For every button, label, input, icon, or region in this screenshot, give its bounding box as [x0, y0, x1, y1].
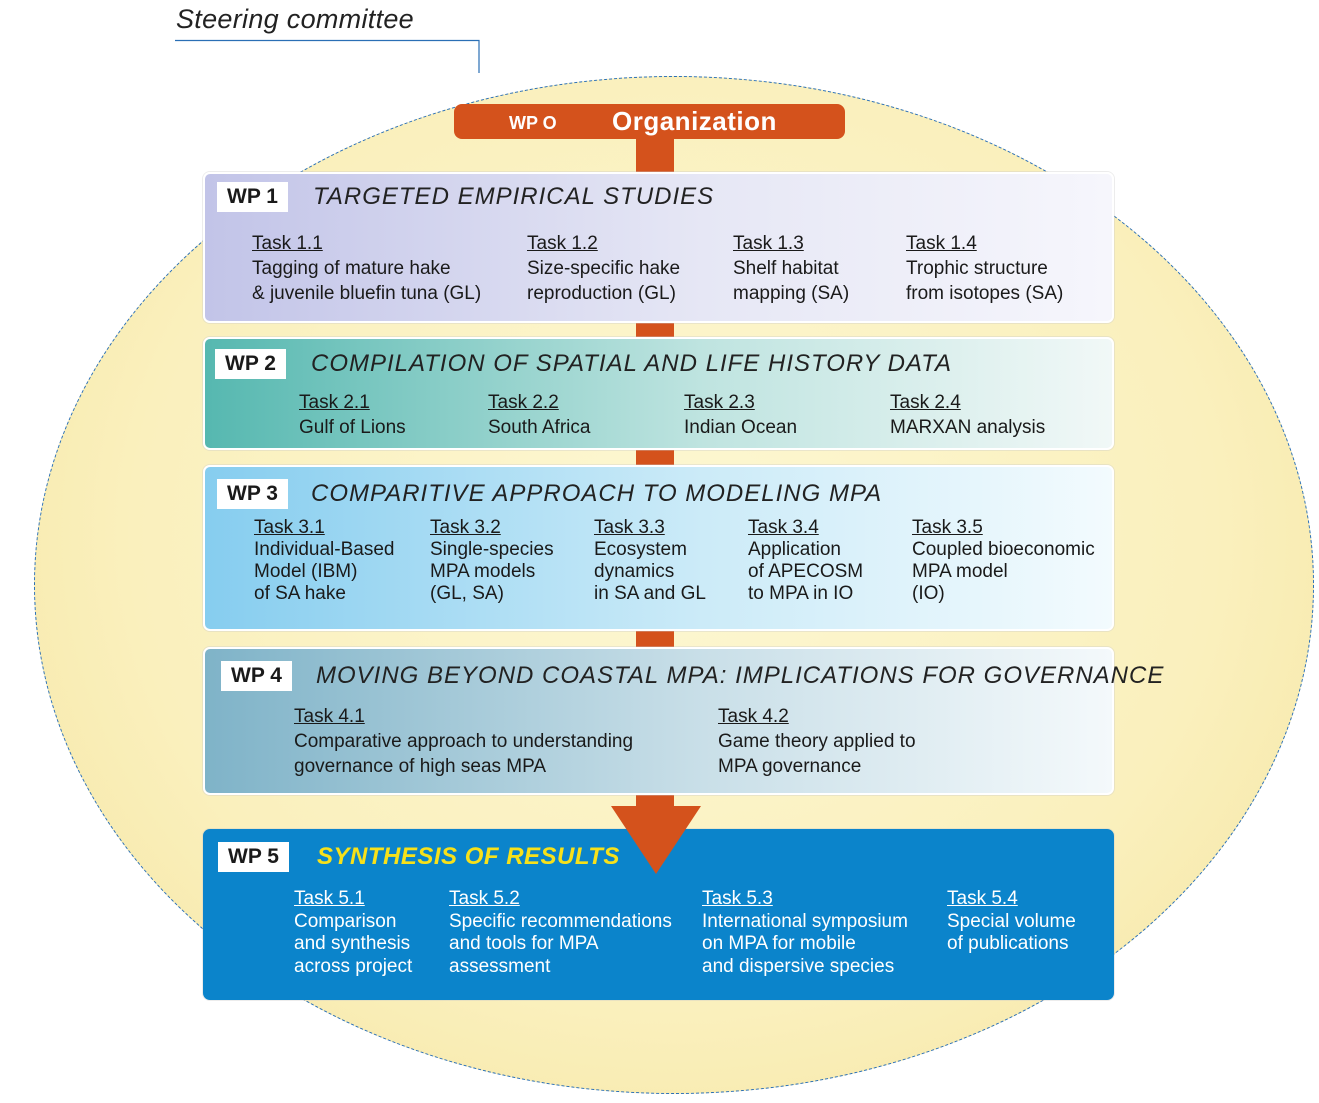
- task-description: Trophic structure from isotopes (SA): [906, 258, 1064, 304]
- wp4-box: WP 4 MOVING BEYOND COASTAL MPA: IMPLICAT…: [203, 647, 1163, 795]
- task-3-1: Task 3.1 Individual-Based Model (IBM) of…: [254, 517, 394, 605]
- task-description: Tagging of mature hake & juvenile bluefi…: [252, 258, 482, 304]
- task-description: Individual-Based Model (IBM) of SA hake: [254, 539, 395, 604]
- task-description: Special volume of publications: [947, 910, 1076, 955]
- task-label: Task 5.2: [449, 888, 520, 909]
- task-label: Task 2.1: [299, 392, 370, 413]
- task-5-1: Task 5.1 Comparison and synthesis across…: [294, 888, 412, 978]
- steering-committee-label: Steering committee: [176, 4, 414, 34]
- task-label: Task 3.2: [430, 517, 501, 538]
- task-description: South Africa: [488, 417, 591, 438]
- wp5-label: WP 5: [218, 842, 289, 872]
- task-label: Task 4.2: [718, 706, 789, 727]
- down-arrow: [611, 806, 701, 874]
- task-description: Specific recommendations and tools for M…: [449, 910, 672, 977]
- task-3-3: Task 3.3 Ecosystem dynamics in SA and GL: [594, 517, 706, 605]
- task-label: Task 3.3: [594, 517, 665, 538]
- task-label: Task 5.3: [702, 888, 773, 909]
- task-3-4: Task 3.4 Application of APECOSM to MPA i…: [748, 517, 863, 605]
- task-description: Single-species MPA models (GL, SA): [430, 539, 554, 604]
- wp0-label: WP O: [509, 113, 557, 133]
- task-5-2: Task 5.2 Specific recommendations and to…: [449, 888, 672, 978]
- task-label: Task 2.3: [684, 392, 755, 413]
- task-label: Task 2.2: [488, 392, 559, 413]
- task-description: Application of APECOSM to MPA in IO: [748, 539, 864, 604]
- task-1-1: Task 1.1 Tagging of mature hake & juveni…: [252, 231, 481, 306]
- wp3-title: COMPARITIVE APPROACH TO MODELING MPA: [311, 480, 883, 507]
- task-3-5: Task 3.5 Coupled bioeconomic MPA model (…: [912, 517, 1095, 605]
- task-description: Comparative approach to understanding go…: [294, 731, 634, 777]
- task-2-3: Task 2.3 Indian Ocean: [684, 390, 797, 440]
- task-label: Task 1.2: [527, 233, 598, 254]
- task-description: International symposium on MPA for mobil…: [702, 910, 908, 977]
- task-1-3: Task 1.3 Shelf habitat mapping (SA): [733, 231, 849, 306]
- task-label: Task 1.4: [906, 233, 977, 254]
- task-4-1: Task 4.1 Comparative approach to underst…: [294, 704, 633, 779]
- task-description: MARXAN analysis: [890, 417, 1046, 438]
- wp3-label: WP 3: [217, 479, 288, 509]
- task-3-2: Task 3.2 Single-species MPA models (GL, …: [430, 517, 554, 605]
- wp0-organization-box: WP O Organization: [454, 104, 845, 139]
- task-label: Task 2.4: [890, 392, 961, 413]
- task-description: Game theory applied to MPA governance: [718, 731, 916, 777]
- wp4-label: WP 4: [221, 661, 292, 691]
- task-description: Comparison and synthesis across project: [294, 910, 413, 977]
- wp2-box: WP 2 COMPILATION OF SPATIAL AND LIFE HIS…: [203, 337, 1114, 450]
- wp1-label: WP 1: [217, 182, 288, 212]
- task-label: Task 4.1: [294, 706, 365, 727]
- task-1-4: Task 1.4 Trophic structure from isotopes…: [906, 231, 1063, 306]
- task-label: Task 3.5: [912, 517, 983, 538]
- task-label: Task 5.1: [294, 888, 365, 909]
- task-4-2: Task 4.2 Game theory applied to MPA gove…: [718, 704, 916, 779]
- wp5-title: SYNTHESIS OF RESULTS: [317, 843, 620, 870]
- task-label: Task 1.3: [733, 233, 804, 254]
- task-5-4: Task 5.4 Special volume of publications: [947, 888, 1076, 956]
- wp1-title: TARGETED EMPIRICAL STUDIES: [313, 183, 715, 210]
- task-description: Gulf of Lions: [299, 417, 406, 438]
- task-description: Shelf habitat mapping (SA): [733, 258, 850, 304]
- task-label: Task 1.1: [252, 233, 323, 254]
- wp1-box: WP 1 TARGETED EMPIRICAL STUDIES Task 1.1…: [203, 172, 1114, 323]
- wp4-title: MOVING BEYOND COASTAL MPA: IMPLICATIONS …: [316, 662, 1165, 689]
- wp3-box: WP 3 COMPARITIVE APPROACH TO MODELING MP…: [203, 465, 1114, 631]
- wp0-title: Organization: [612, 106, 777, 136]
- task-2-2: Task 2.2 South Africa: [488, 390, 590, 440]
- task-label: Task 5.4: [947, 888, 1018, 909]
- task-description: Ecosystem dynamics in SA and GL: [594, 539, 706, 604]
- task-description: Size-specific hake reproduction (GL): [527, 258, 681, 304]
- wp2-label: WP 2: [215, 349, 286, 379]
- task-1-2: Task 1.2 Size-specific hake reproduction…: [527, 231, 680, 306]
- task-label: Task 3.4: [748, 517, 819, 538]
- steering-committee-leader-line: [175, 39, 480, 73]
- task-description: Coupled bioeconomic MPA model (IO): [912, 539, 1095, 604]
- task-5-3: Task 5.3 International symposium on MPA …: [702, 888, 908, 978]
- task-2-1: Task 2.1 Gulf of Lions: [299, 390, 406, 440]
- wp2-title: COMPILATION OF SPATIAL AND LIFE HISTORY …: [311, 350, 953, 377]
- task-label: Task 3.1: [254, 517, 325, 538]
- task-description: Indian Ocean: [684, 417, 798, 438]
- task-2-4: Task 2.4 MARXAN analysis: [890, 390, 1045, 440]
